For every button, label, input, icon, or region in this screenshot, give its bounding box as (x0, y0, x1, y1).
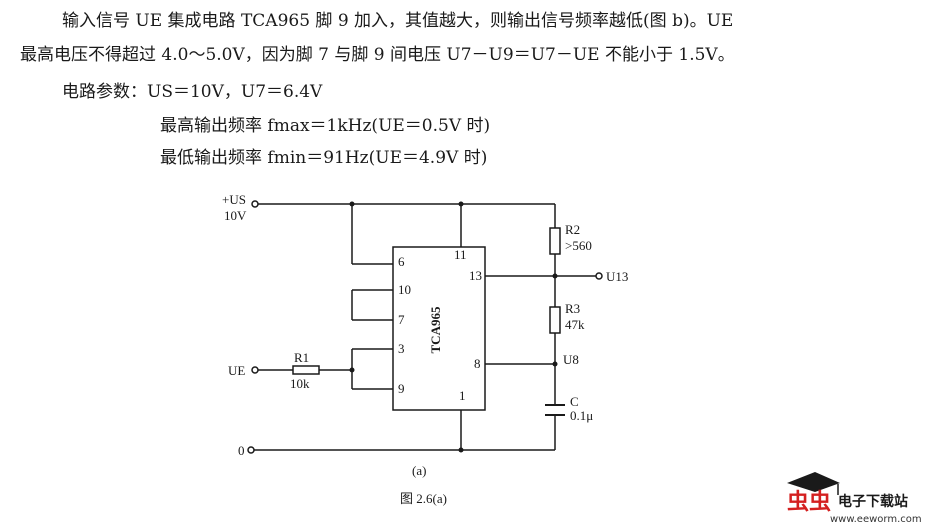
pin-9: 9 (398, 381, 405, 396)
supply-label: +US (222, 192, 246, 207)
watermark-tagline: 电子下载站 (838, 493, 908, 510)
output-terminal (595, 272, 603, 280)
pin-7: 7 (398, 312, 405, 327)
graduation-cap-icon (787, 472, 840, 495)
sub-caption: (a) (412, 463, 426, 478)
description-line-2: 最高电压不得超过 4.0～5.0V，因为脚 7 与脚 9 间电压 U7－U9＝U… (20, 45, 735, 65)
circuit-parameters: 电路参数：US＝10V，U7＝6.4V (62, 82, 323, 102)
r2-name: R2 (565, 222, 580, 237)
wires (247, 200, 603, 454)
watermark-url: www.eeworm.com (830, 514, 922, 525)
r3-name: R3 (565, 301, 580, 316)
r1-name: R1 (294, 350, 309, 365)
output-label: U13 (606, 269, 628, 284)
ic-label: TCA965 (428, 306, 443, 353)
r1-value: 10k (290, 376, 310, 391)
pin-3: 3 (398, 341, 405, 356)
supply-terminal (251, 200, 259, 208)
input-label: UE (228, 363, 245, 378)
capacitor-value: 0.1μ (570, 408, 593, 423)
pin-8: 8 (474, 356, 481, 371)
pin-10: 10 (398, 282, 411, 297)
pin-1: 1 (459, 388, 466, 403)
resistor-r2 (549, 227, 561, 255)
pin-13: 13 (469, 268, 482, 283)
resistor-r3 (549, 306, 561, 334)
pin-11: 11 (454, 247, 467, 262)
watermark-logo: 虫虫 电子下载站 www.eeworm.com (787, 472, 922, 525)
capacitor-name: C (570, 394, 579, 409)
max-frequency-line: 最高输出频率 fmax＝1kHz(UE＝0.5V 时) (160, 116, 491, 136)
junctions (349, 201, 558, 453)
r3-value: 47k (565, 317, 585, 332)
input-terminal (251, 366, 259, 374)
watermark-brand: 虫虫 (787, 489, 831, 515)
r2-value: >560 (565, 238, 592, 253)
ground-label: 0 (238, 443, 245, 458)
supply-value: 10V (224, 208, 247, 223)
min-frequency-line: 最低输出频率 fmin＝91Hz(UE＝4.9V 时) (160, 148, 488, 168)
u8-label: U8 (563, 352, 579, 367)
ic-body (392, 246, 486, 411)
description-line-1: 输入信号 UE 集成电路 TCA965 脚 9 加入，其值越大，则输出信号频率越… (62, 11, 734, 31)
ground-terminal (247, 446, 255, 454)
pin-6: 6 (398, 254, 405, 269)
figure-caption: 图 2.6(a) (400, 491, 447, 506)
resistor-r1 (292, 365, 320, 375)
